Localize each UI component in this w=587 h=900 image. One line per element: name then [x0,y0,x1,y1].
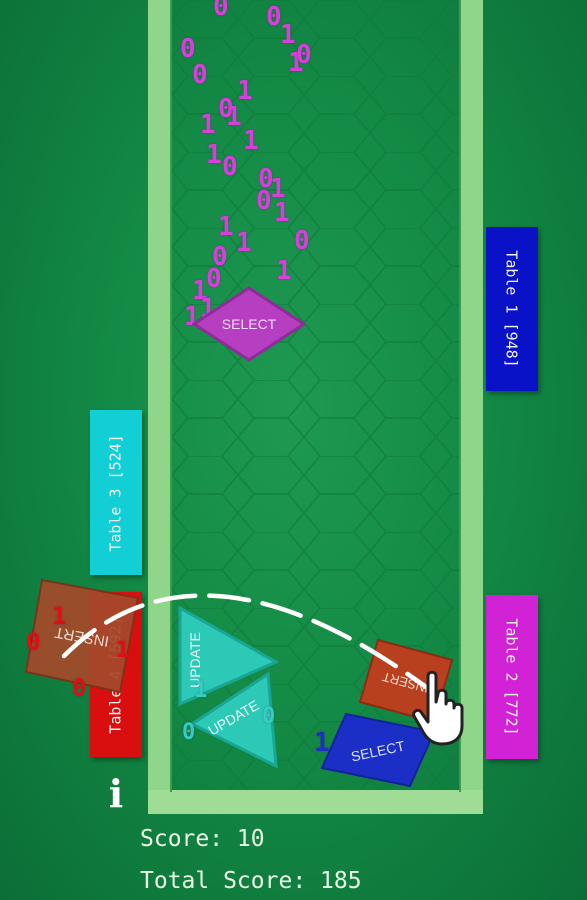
update-piece-2[interactable]: UPDATE [186,670,282,770]
right-wall-inner-edge [459,0,461,792]
bit-near-insert: 1 [116,638,130,663]
falling-bit: 0 [294,226,310,256]
falling-bit: 1 [192,276,208,306]
select-piece-bottom[interactable]: SELECT [318,710,438,790]
falling-bit: 1 [274,198,290,228]
right-wall [459,0,483,792]
falling-bit: 0 [222,152,238,182]
falling-bit: 0 [266,2,282,32]
falling-bit: 1 [237,76,253,106]
total-score-text: Total Score: 185 [140,868,362,894]
bit-near-insert: 0 [26,628,41,656]
falling-bit: 1 [200,110,216,140]
bit-near-insert: 0 [72,674,87,702]
bit-near-update: 1 [194,678,208,703]
falling-bit: 1 [206,140,222,170]
falling-bit: 1 [243,126,259,156]
info-icon[interactable]: i [108,771,124,816]
floor [148,790,483,814]
bit-near-select: 1 [314,728,330,758]
falling-bit: 0 [256,186,272,216]
select-piece-falling[interactable]: SELECT [192,286,306,362]
falling-bit: 1 [226,102,242,132]
falling-bit: 0 [212,242,228,272]
falling-bit: 1 [270,174,286,204]
bit-near-update: 0 [262,704,276,729]
bit-near-insert: 1 [52,602,67,630]
falling-bit: 0 [258,164,274,194]
falling-bit: 0 [296,40,312,70]
falling-bit: 1 [276,256,292,286]
falling-bit: 1 [236,228,252,258]
falling-bit: 0 [180,34,196,64]
falling-bit: 1 [288,48,304,78]
score-text: Score: 10 [140,826,265,852]
table-3-target[interactable]: Table 3 [524] [90,410,142,575]
falling-bit: 0 [206,264,222,294]
left-wall [148,0,172,792]
falling-bit: 0 [218,94,234,124]
table-1-target[interactable]: Table 1 [948] [486,227,538,391]
falling-bit: 1 [218,212,234,242]
falling-bit: 1 [280,20,296,50]
falling-bit: 0 [192,60,208,90]
select-piece-falling-label: SELECT [222,316,277,332]
update-piece-1-label: UPDATE [187,632,203,688]
pointer-hand-icon [412,670,464,746]
bit-near-update: 0 [182,720,196,745]
falling-bit: 0 [213,0,229,22]
insert-piece-left[interactable]: INSERT [22,576,142,696]
left-wall-inner-edge [170,0,172,792]
table-2-target[interactable]: Table 2 [772] [486,595,538,759]
update-piece-1[interactable]: UPDATE [176,604,280,708]
